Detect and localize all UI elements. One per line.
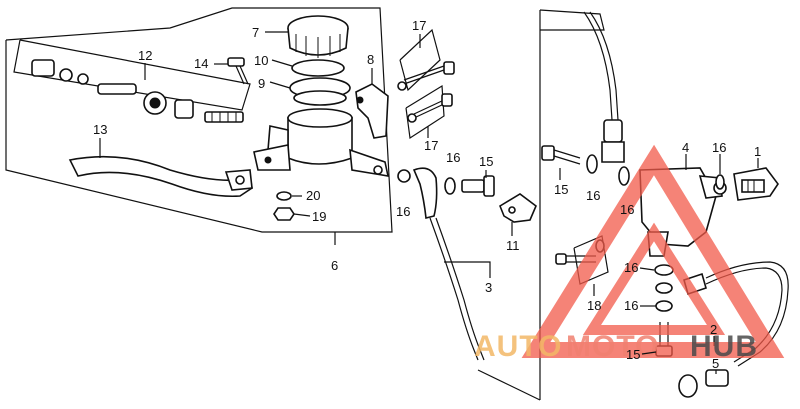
- label-part-15-middle: 15: [479, 154, 493, 169]
- nut-19: [273, 207, 295, 221]
- label-part-17-lower: 17: [424, 138, 438, 153]
- label-part-16-middle: 16: [446, 150, 460, 165]
- label-part-16-right-b: 16: [620, 202, 634, 217]
- label-part-20: 20: [306, 188, 320, 203]
- label-part-10: 10: [254, 53, 268, 68]
- label-part-16-switch: 16: [712, 140, 726, 155]
- label-part-5: 5: [712, 356, 719, 371]
- label-part-11: 11: [506, 238, 520, 253]
- leader-15c: [641, 351, 657, 355]
- label-part-8: 8: [367, 52, 374, 67]
- label-part-3: 3: [485, 280, 492, 295]
- clamp-8: [355, 83, 389, 139]
- label-part-6: 6: [331, 258, 338, 273]
- washer-16-right-a: [586, 154, 598, 174]
- label-part-16-lower-b: 16: [624, 298, 638, 313]
- screw-14: [227, 57, 249, 85]
- label-part-15-lower: 15: [626, 347, 640, 362]
- label-part-15-right: 15: [554, 182, 568, 197]
- diaphragm-9: [289, 77, 351, 106]
- leader-16f: [639, 267, 655, 271]
- lever-13: [68, 155, 253, 198]
- plate-10: [291, 59, 345, 77]
- master-cylinder-body: [253, 108, 390, 177]
- label-part-16-left: 16: [396, 204, 410, 219]
- label-part-16-lower-a: 16: [624, 260, 638, 275]
- watermark-hub: HUB: [690, 330, 758, 363]
- washer-16-middle: [444, 177, 456, 195]
- right-assembly-frame: [539, 9, 605, 31]
- bolt-17-upper: [397, 61, 455, 91]
- washer-16-lower-c: [655, 300, 673, 312]
- label-part-14: 14: [194, 56, 208, 71]
- watermark-auto: AUTO: [474, 330, 562, 363]
- label-part-16-right-a: 16: [586, 188, 600, 203]
- washer-16-right-c: [715, 174, 725, 190]
- reservoir-cap-7: [287, 15, 349, 58]
- clip-11: [499, 193, 537, 223]
- banjo-bolt-15-middle: [461, 175, 495, 197]
- watermark-moto: MOTO: [566, 330, 659, 363]
- label-part-13: 13: [93, 122, 107, 137]
- washer-20: [276, 191, 292, 201]
- bushing-5: [678, 369, 729, 398]
- label-part-9: 9: [258, 76, 265, 91]
- banjo-bolt-15-right: [541, 145, 581, 165]
- upper-hose: [583, 11, 625, 163]
- label-part-4: 4: [682, 140, 689, 155]
- switch-1: [733, 167, 779, 201]
- label-part-17-upper: 17: [412, 18, 426, 33]
- label-part-18: 18: [587, 298, 601, 313]
- leader-10: [271, 59, 293, 67]
- label-part-2: 2: [710, 322, 717, 337]
- label-part-12: 12: [138, 48, 152, 63]
- label-part-7: 7: [252, 25, 259, 40]
- leader-19: [293, 213, 311, 217]
- leader-9: [269, 81, 291, 89]
- watermark-triangle: [521, 144, 785, 358]
- label-part-1: 1: [754, 144, 761, 159]
- bolt-17-lower: [407, 93, 453, 123]
- bolt-17-lower-frame: [405, 84, 445, 140]
- hose-3: [397, 167, 485, 361]
- washer-16-right-b: [618, 166, 630, 186]
- washer-16-lower-b: [655, 282, 673, 294]
- piston-kit-12: [13, 39, 251, 123]
- label-part-19: 19: [312, 209, 326, 224]
- leader-3: [444, 261, 491, 278]
